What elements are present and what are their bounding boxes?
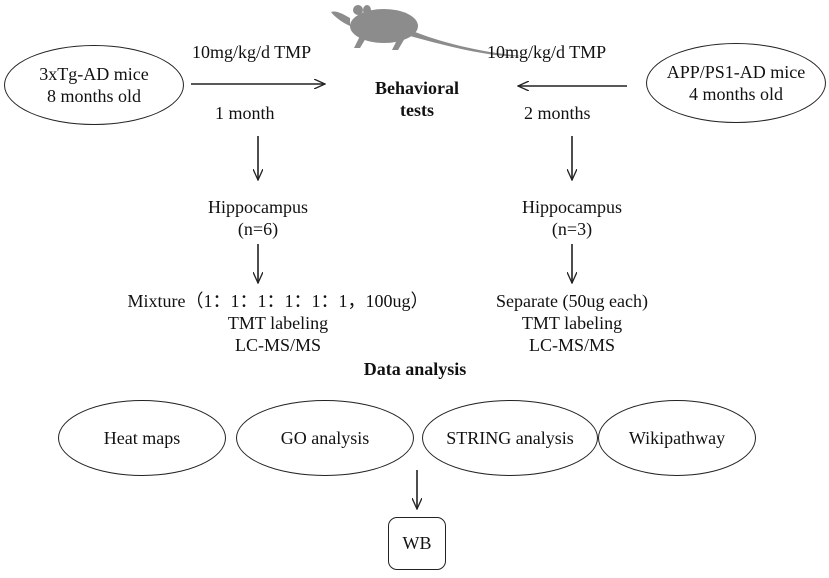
mice-ellipse-3xtg: 3xTg-AD mice 8 months old xyxy=(4,45,184,125)
prep-right-2: TMT labeling xyxy=(521,313,623,333)
n-left: (n=6) xyxy=(237,219,279,239)
analysis-label: STRING analysis xyxy=(446,428,574,448)
analysis-wikipathway: Wikipathway xyxy=(598,400,756,476)
behavioral-tests-title: Behavioral tests xyxy=(352,77,482,121)
mice-age-3xtg: 8 months old xyxy=(46,86,141,106)
mice-age-app-ps1: 4 months old xyxy=(688,84,783,104)
prep-left-2: TMT labeling xyxy=(227,313,329,333)
analysis-label: Heat maps xyxy=(103,428,181,448)
hippocampus-left: Hippocampus (n=6) xyxy=(178,196,338,240)
prep-right-3: LC-MS/MS xyxy=(528,335,616,355)
prep-left-1: Mixture（1：1：1：1：1：1，100ug） xyxy=(127,291,429,311)
hippocampus-right: Hippocampus (n=3) xyxy=(492,196,652,240)
tissue-left: Hippocampus xyxy=(208,197,308,217)
n-right: (n=3) xyxy=(551,219,593,239)
dose-label-left: 10mg/kg/d TMP xyxy=(192,42,312,62)
prep-left-3: LC-MS/MS xyxy=(234,335,322,355)
wb-box: WB xyxy=(388,517,446,570)
mice-label-3xtg: 3xTg-AD mice xyxy=(39,64,149,84)
analysis-heat-maps: Heat maps xyxy=(58,400,226,476)
wb-label: WB xyxy=(402,533,432,553)
mice-label-app-ps1: APP/PS1-AD mice xyxy=(666,62,806,82)
dose-label-right: 10mg/kg/d TMP xyxy=(487,42,607,62)
analysis-string: STRING analysis xyxy=(422,400,598,476)
mice-ellipse-app-ps1: APP/PS1-AD mice 4 months old xyxy=(646,43,826,123)
duration-left: 1 month xyxy=(215,103,275,123)
analysis-label: GO analysis xyxy=(280,428,370,448)
data-analysis-title: Data analysis xyxy=(363,359,467,379)
sample-prep-right: Separate (50ug each) TMT labeling LC-MS/… xyxy=(482,290,662,356)
analysis-label: Wikipathway xyxy=(628,428,726,448)
analysis-go: GO analysis xyxy=(236,400,414,476)
prep-right-1: Separate (50ug each) xyxy=(496,291,648,311)
behavioral-line-1: Behavioral xyxy=(375,78,459,98)
duration-right: 2 months xyxy=(524,103,591,123)
behavioral-line-2: tests xyxy=(400,100,434,120)
tissue-right: Hippocampus xyxy=(522,197,622,217)
mouse-icon xyxy=(331,5,521,57)
sample-prep-left: Mixture（1：1：1：1：1：1，100ug） TMT labeling … xyxy=(108,290,448,356)
